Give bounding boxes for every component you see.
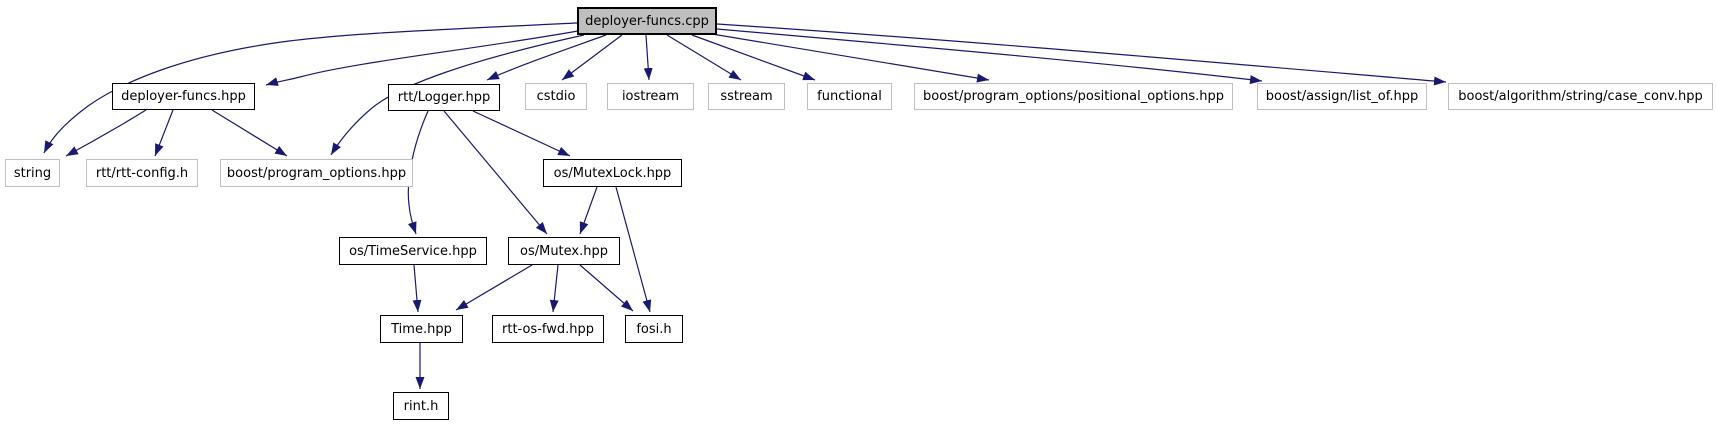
node-rtt-os-fwd-hpp[interactable]: rtt-os-fwd.hpp	[492, 315, 604, 343]
node-rint-h[interactable]: rint.h	[393, 392, 449, 420]
node-boost-list-of: boost/assign/list_of.hpp	[1257, 83, 1427, 110]
edge-cpp-to-hpp	[265, 30, 579, 86]
node-cstdio: cstdio	[525, 83, 587, 110]
edge-hpp-to-rtt-config	[154, 109, 174, 157]
node-deployer-funcs-hpp[interactable]: deployer-funcs.hpp	[112, 83, 255, 110]
node-sstream: sstream	[708, 83, 785, 110]
edge-hpp-to-program-options	[211, 109, 288, 157]
node-fosi-h[interactable]: fosi.h	[625, 315, 683, 343]
edge-mutex-to-os-fwd	[549, 264, 559, 313]
edge-logger-to-timeservice	[407, 110, 429, 235]
node-functional: functional	[807, 83, 892, 110]
edge-cpp-to-positional-options	[705, 32, 990, 83]
edge-cpp-to-string	[43, 22, 578, 154]
edge-mutex-to-fosi	[579, 264, 634, 312]
node-rtt-logger-hpp[interactable]: rtt/Logger.hpp	[388, 84, 500, 111]
edge-cpp-to-logger	[486, 34, 607, 81]
node-rtt-config-h: rtt/rtt-config.h	[86, 159, 198, 187]
node-boost-program-options: boost/program_options.hpp	[220, 159, 413, 187]
edge-cpp-to-functional	[691, 34, 816, 81]
edge-logger-to-mutex	[443, 110, 548, 235]
edge-mutexlock-to-fosi	[615, 186, 652, 313]
edge-logger-to-mutexlock	[472, 110, 571, 157]
edge-hpp-to-string	[65, 109, 147, 157]
edge-cpp-to-sstream	[666, 34, 742, 81]
node-os-timeservice-hpp[interactable]: os/TimeService.hpp	[339, 237, 487, 265]
node-boost-positional-options: boost/program_options/positional_options…	[914, 83, 1233, 110]
node-string: string	[5, 159, 60, 187]
node-os-mutex-hpp[interactable]: os/Mutex.hpp	[508, 237, 620, 265]
node-iostream: iostream	[607, 83, 694, 110]
node-boost-case-conv: boost/algorithm/string/case_conv.hpp	[1448, 83, 1713, 110]
edge-cpp-to-cstdio	[561, 34, 623, 81]
edge-timeservice-to-time	[412, 264, 422, 313]
edge-cpp-to-list-of	[716, 28, 1263, 85]
edge-cpp-to-iostream	[643, 34, 653, 81]
node-time-hpp[interactable]: Time.hpp	[380, 315, 463, 343]
edge-mutexlock-to-mutex	[579, 186, 598, 235]
edge-cpp-to-case-conv	[716, 23, 1447, 86]
node-os-mutexlock-hpp[interactable]: os/MutexLock.hpp	[543, 159, 682, 187]
node-deployer-funcs-cpp: deployer-funcs.cpp	[577, 7, 717, 35]
edge-mutex-to-time	[455, 264, 533, 311]
